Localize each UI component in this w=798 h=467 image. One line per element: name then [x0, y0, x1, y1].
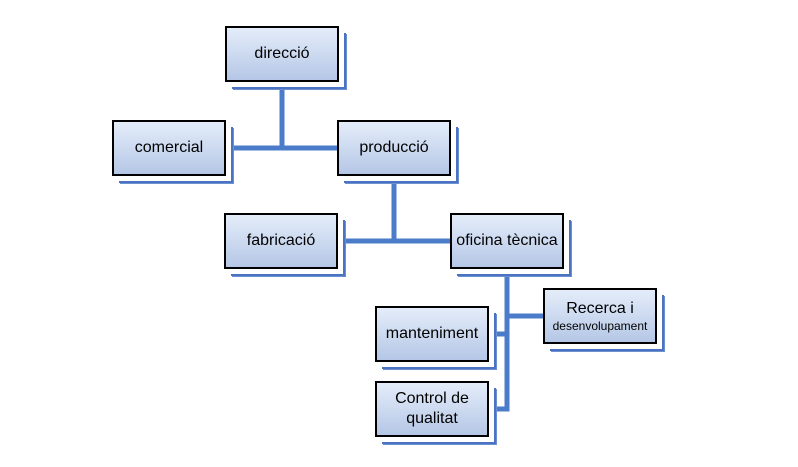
node-recerca-desenvolupament: Recerca i desenvolupament — [543, 288, 657, 344]
node-fabricacio-label: fabricació — [246, 232, 316, 249]
node-control-label-line2: qualitat — [406, 410, 458, 427]
node-oficina-tecnica-label: oficina tècnica — [456, 232, 558, 249]
node-recerca-label-line2: desenvolupament — [552, 318, 648, 333]
node-fabricacio: fabricació — [224, 213, 338, 269]
node-manteniment-label: manteniment — [385, 325, 479, 342]
node-comercial: comercial — [112, 120, 226, 176]
node-comercial-label: comercial — [134, 139, 204, 156]
node-oficina-tecnica: oficina tècnica — [450, 213, 564, 269]
node-control-qualitat: Control de qualitat — [375, 381, 489, 437]
node-direccio-label: direcció — [254, 45, 310, 62]
node-recerca-label-line1: Recerca i — [566, 299, 634, 317]
node-produccio: producció — [337, 120, 451, 176]
node-control-label-line1: Control de — [395, 390, 469, 407]
node-direccio: direcció — [225, 26, 339, 82]
node-manteniment: manteniment — [375, 306, 489, 362]
node-produccio-label: producció — [359, 139, 429, 156]
